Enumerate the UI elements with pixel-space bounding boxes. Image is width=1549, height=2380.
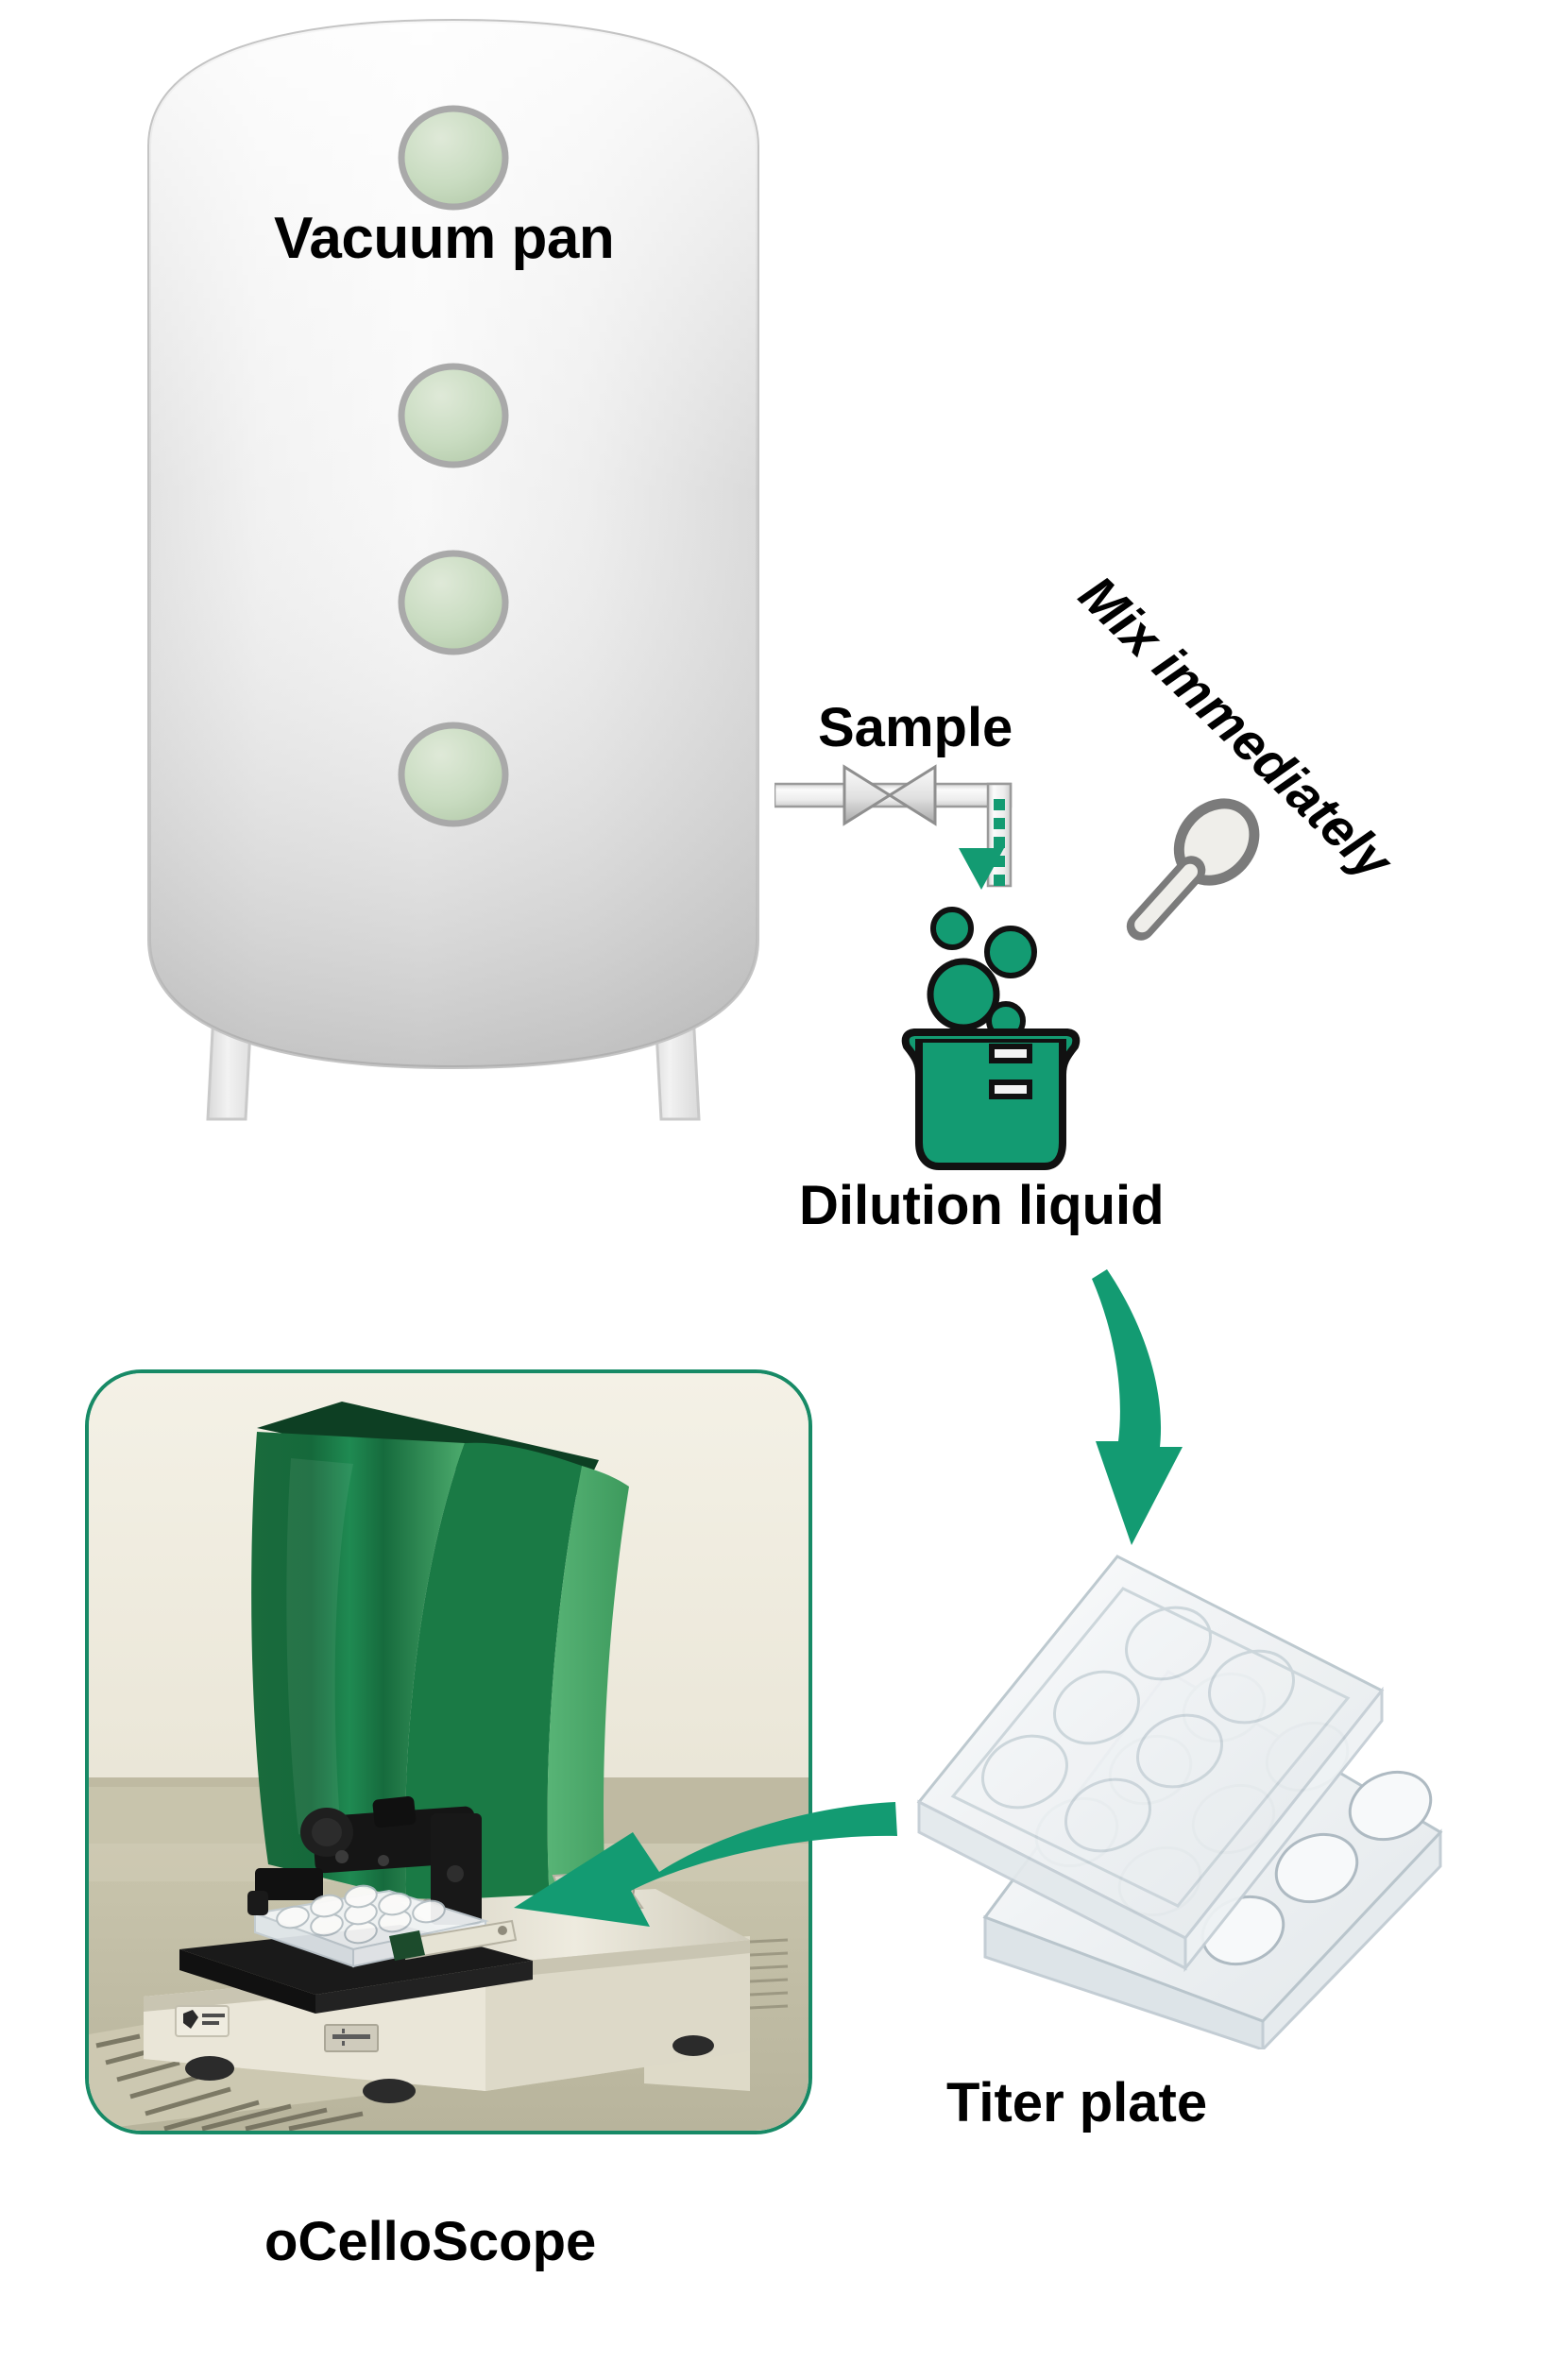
plate-well [1274,1832,1359,1904]
arrow-down-icon [1092,1269,1183,1545]
load-arrow-left [501,1785,897,1993]
vacuum-pan-tank [113,9,793,1228]
vacuum-pan-label: Vacuum pan [274,206,615,271]
instrument-lid[interactable] [251,1402,629,1913]
instrument-body [144,1870,750,2103]
sight-glass-porthole [398,105,509,211]
product-nameplate [324,2024,379,2052]
sample-label: Sample [818,697,1013,758]
ocelloscope-label: oCelloScope [264,2211,597,2272]
titer-plate [911,1549,1497,2053]
titer-plate-lid[interactable] [916,1555,1385,1973]
ocelloscope-instrument-photo [85,1369,812,2134]
vendor-badge [175,2005,230,2037]
arrow-left-icon [514,1802,897,1927]
sight-glass-porthole [398,363,509,468]
sample-pipe [773,746,1058,926]
plate-well [1348,1770,1433,1842]
bubble-group [927,907,1037,1041]
beaker-lower-body [869,1035,1152,1209]
butterfly-valve-icon [843,764,937,826]
transfer-arrow-down [1077,1256,1247,1577]
sight-glass-porthole [398,550,509,655]
dilution-liquid-label: Dilution liquid [799,1175,1165,1236]
mixing-spoon [1103,784,1273,963]
optics-head [255,1795,482,1925]
sight-glass-porthole [398,722,509,827]
plate-on-stage [251,1884,489,1968]
pour-arrow-icon [959,848,1004,890]
titer-plate-label: Titer plate [946,2072,1208,2134]
